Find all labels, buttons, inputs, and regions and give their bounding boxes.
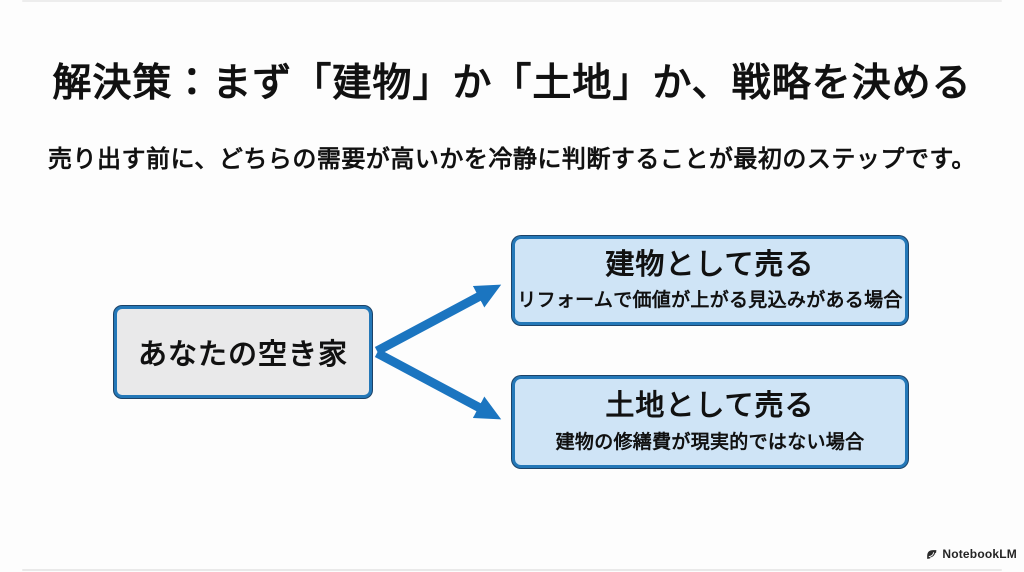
option-land-title: 土地として売る [605, 390, 815, 423]
arrow-to-land-option [374, 349, 502, 420]
option-land-condition: 建物の修繕費が現実的ではない場合 [555, 431, 865, 453]
top-edge-line [22, 0, 1002, 2]
page-title: 解決策：まず「建物」か「土地」か、戦略を決める [52, 62, 972, 105]
source-node: あなたの空き家 [114, 306, 372, 398]
option-node-land: 土地として売る 建物の修繕費が現実的ではない場合 [512, 376, 908, 468]
arrow-to-building-option [374, 284, 502, 355]
option-node-building: 建物として売る リフォームで価値が上がる見込みがある場合 [512, 236, 908, 325]
watermark-label: NotebookLM [942, 547, 1017, 561]
bottom-edge-line [22, 569, 1002, 571]
source-node-label: あなたの空き家 [137, 339, 348, 371]
notebooklm-watermark: NotebookLM [925, 547, 1017, 561]
option-building-title: 建物として売る [605, 248, 815, 281]
option-building-condition: リフォームで価値が上がる見込みがある場合 [517, 290, 903, 312]
notebooklm-logo-icon [925, 548, 938, 561]
page-subtitle: 売り出す前に、どちらの需要が高いかを冷静に判断することが最初のステップです。 [48, 146, 976, 173]
